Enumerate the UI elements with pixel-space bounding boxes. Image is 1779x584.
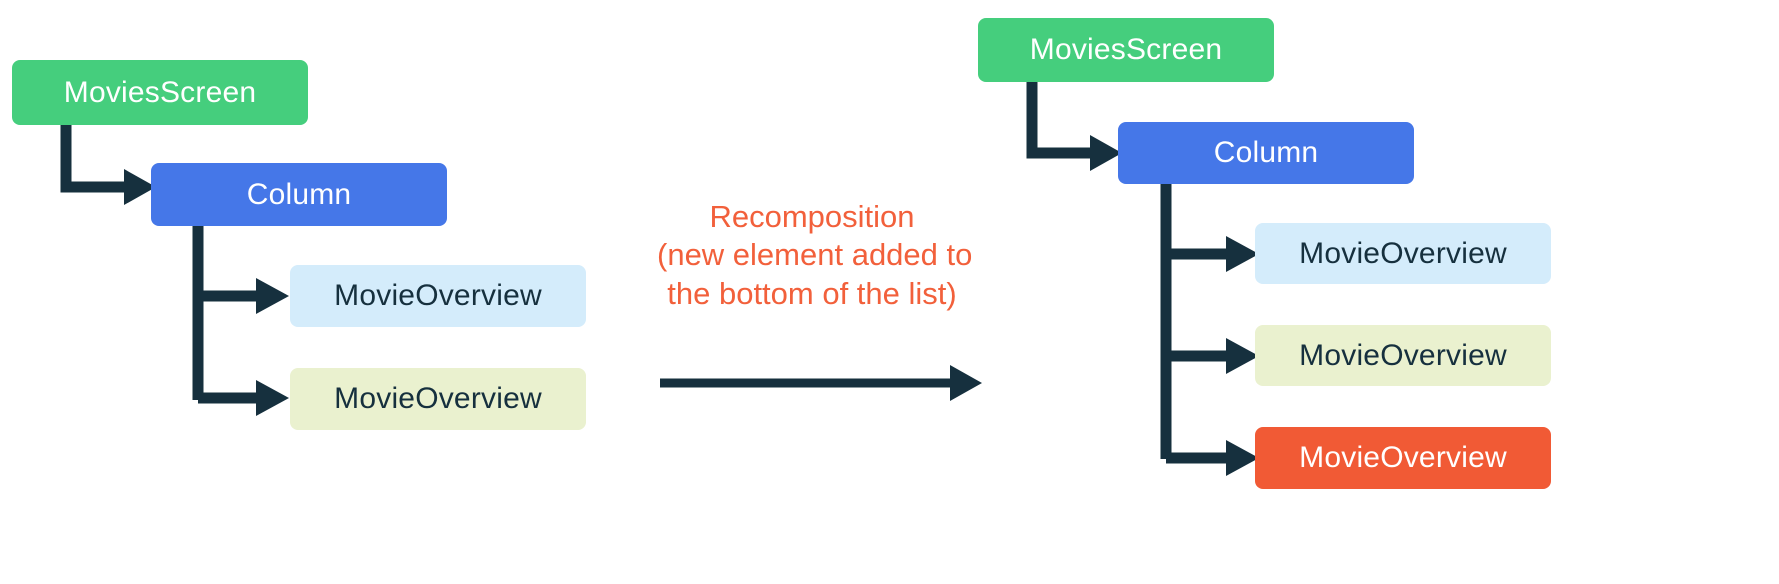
- transition-label: Recomposition (new element added to the …: [657, 198, 973, 313]
- connector-column-to-movieoverviews: [192, 226, 302, 416]
- transition-line-3: the bottom of the list): [667, 275, 957, 311]
- before-node-movieoverview-2[interactable]: MovieOverview: [290, 368, 586, 430]
- node-label: MovieOverview: [1299, 441, 1507, 474]
- after-node-column[interactable]: Column: [1118, 122, 1414, 184]
- node-label: MovieOverview: [1299, 338, 1507, 372]
- node-label: MovieOverview: [334, 382, 542, 415]
- node-label: MoviesScreen: [63, 75, 257, 109]
- node-label: Column: [1213, 136, 1319, 169]
- transition-line-1: Recomposition: [709, 199, 915, 234]
- after-node-movieoverview-2[interactable]: MovieOverview: [1255, 325, 1551, 386]
- transition-arrow-icon: [658, 355, 988, 411]
- after-node-movieoverview-1[interactable]: MovieOverview: [1255, 223, 1551, 284]
- before-node-movieoverview-1[interactable]: MovieOverview: [290, 265, 586, 327]
- node-label: MoviesScreen: [1029, 33, 1223, 66]
- connector-moviesscreen-to-column: [60, 125, 160, 205]
- before-node-column[interactable]: Column: [151, 163, 447, 226]
- transition-line-2: (new element added to: [657, 237, 973, 273]
- after-node-movieoverview-3-new[interactable]: MovieOverview: [1255, 427, 1551, 489]
- node-label: MovieOverview: [334, 279, 542, 312]
- node-label: MovieOverview: [1299, 236, 1507, 270]
- before-node-moviesscreen[interactable]: MoviesScreen: [12, 60, 308, 125]
- connector-after-moviesscreen-to-column: [1026, 82, 1126, 171]
- connector-after-column-to-movieoverviews: [1160, 184, 1270, 476]
- after-node-moviesscreen[interactable]: MoviesScreen: [978, 18, 1274, 82]
- node-label: Column: [246, 177, 352, 211]
